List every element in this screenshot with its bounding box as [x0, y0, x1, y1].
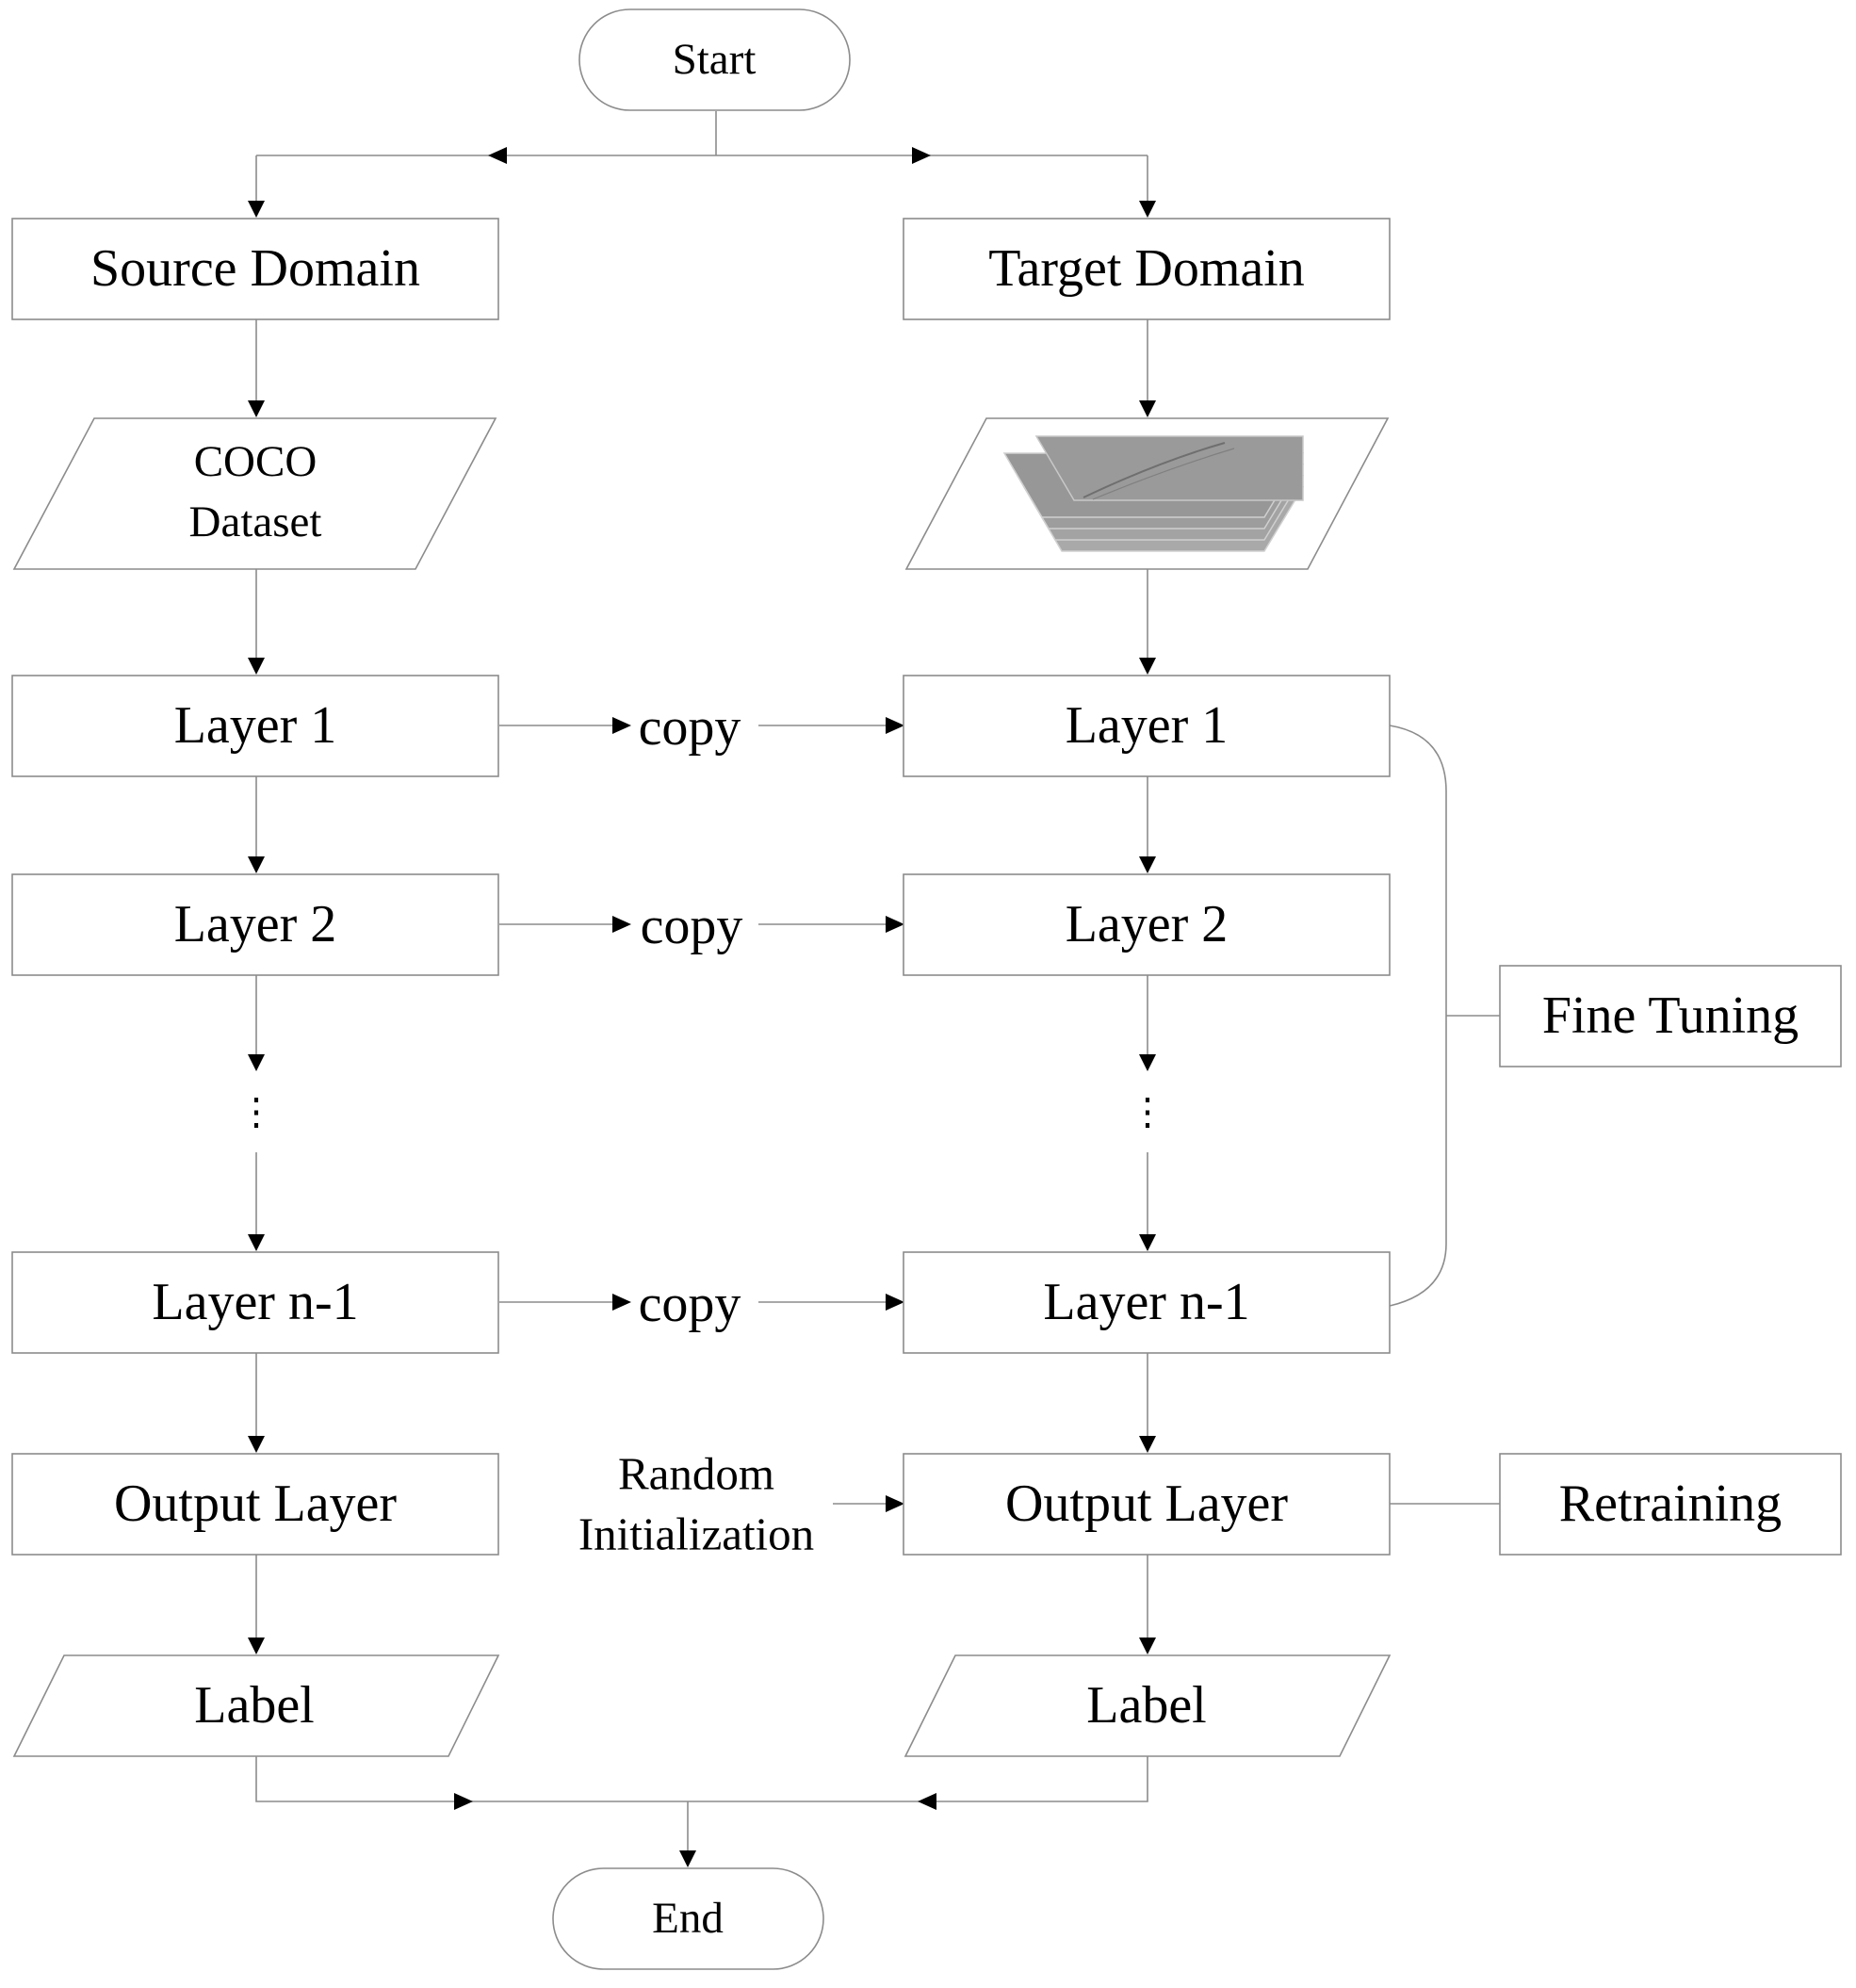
target-layer-n1-box — [903, 1251, 1391, 1354]
source-domain-label: Source Domain — [90, 239, 420, 298]
arrowhead-merge-right — [918, 1793, 936, 1810]
source-domain-box — [11, 218, 499, 320]
arrowhead-copy-1-b — [886, 717, 904, 734]
arrowhead-copy-3-a — [612, 1294, 631, 1311]
arrowhead-src-layer2 — [248, 856, 265, 873]
end-label: End — [652, 1894, 724, 1943]
edge-src-label-merge — [255, 1756, 688, 1802]
source-output-layer-box — [11, 1453, 499, 1556]
arrowhead-src-label — [248, 1638, 265, 1654]
source-layer2-box — [11, 873, 499, 976]
arrowhead-tgt-layern1 — [1139, 1234, 1156, 1251]
arrowhead-images — [1139, 400, 1156, 417]
copy-label-2: copy — [641, 897, 743, 955]
source-layer1-label: Layer 1 — [174, 696, 337, 755]
copy-label-3: copy — [639, 1275, 741, 1333]
arrowhead-tgt-output — [1139, 1436, 1156, 1453]
arrowhead-target-domain — [1139, 201, 1156, 218]
arrowhead-src-output — [248, 1436, 265, 1453]
fine-tuning-label: Fine Tuning — [1542, 986, 1799, 1045]
target-domain-box — [903, 218, 1391, 320]
edge-tgt-label-merge — [688, 1756, 1148, 1802]
edges — [248, 111, 1500, 1867]
arrowhead-end — [679, 1850, 696, 1867]
target-layer2-box — [903, 873, 1391, 976]
arrowhead-src-layern1 — [248, 1234, 265, 1251]
arrowhead-copy-2-b — [886, 916, 904, 933]
arrowhead-copy-3-b — [886, 1294, 904, 1311]
arrowhead-copy-2-a — [612, 916, 631, 933]
arrowhead-src-layer1 — [248, 658, 265, 675]
source-output-layer-label: Output Layer — [114, 1475, 397, 1533]
retraining-box — [1499, 1453, 1842, 1556]
target-label-text: Label — [1086, 1676, 1206, 1735]
target-layer-n1-label: Layer n-1 — [1043, 1273, 1249, 1331]
target-output-layer-box — [903, 1453, 1391, 1556]
source-layer-n1-box — [11, 1251, 499, 1354]
random-init-label-line2: Initialization — [578, 1508, 814, 1560]
target-layer1-label: Layer 1 — [1066, 696, 1229, 755]
arrowhead-dataset — [248, 400, 265, 417]
coco-dataset-label-line1: COCO — [194, 437, 317, 486]
end-terminator — [552, 1867, 824, 1970]
coco-dataset-label-line2: Dataset — [189, 497, 322, 546]
target-ellipsis: ⋮ — [1129, 1091, 1166, 1133]
target-domain-label: Target Domain — [988, 239, 1305, 298]
copy-label-1: copy — [639, 698, 741, 757]
random-init-label-line1: Random — [618, 1448, 774, 1500]
source-layer2-label: Layer 2 — [174, 895, 337, 953]
fine-tuning-box — [1499, 965, 1842, 1067]
fine-tuning-bracket — [1389, 725, 1447, 1307]
arrowhead-copy-1-a — [612, 717, 631, 734]
image-stack-icon — [1002, 435, 1305, 552]
arrowhead-tgt-dots — [1139, 1054, 1156, 1071]
arrowhead-merge-left — [454, 1793, 473, 1810]
start-terminator — [578, 8, 851, 111]
source-ellipsis: ⋮ — [237, 1091, 275, 1133]
arrowhead-source-domain — [248, 201, 265, 218]
target-layer1-box — [903, 675, 1391, 777]
target-output-layer-label: Output Layer — [1005, 1475, 1288, 1533]
source-layer1-box — [11, 675, 499, 777]
arrowhead-split-left — [488, 147, 507, 164]
coco-dataset-parallelogram — [12, 417, 497, 570]
target-label-parallelogram — [904, 1654, 1392, 1757]
arrowhead-tgt-label — [1139, 1638, 1156, 1654]
source-label-text: Label — [194, 1676, 314, 1735]
source-label-parallelogram — [12, 1654, 500, 1757]
arrowhead-split-right — [912, 147, 931, 164]
target-layer2-label: Layer 2 — [1066, 895, 1229, 953]
start-label: Start — [673, 35, 757, 84]
arrowhead-tgt-layer1 — [1139, 658, 1156, 675]
retraining-label: Retraining — [1559, 1475, 1782, 1533]
source-layer-n1-label: Layer n-1 — [152, 1273, 358, 1331]
arrowhead-random-init — [886, 1495, 904, 1512]
arrowhead-tgt-layer2 — [1139, 856, 1156, 873]
arrowhead-src-dots — [248, 1054, 265, 1071]
